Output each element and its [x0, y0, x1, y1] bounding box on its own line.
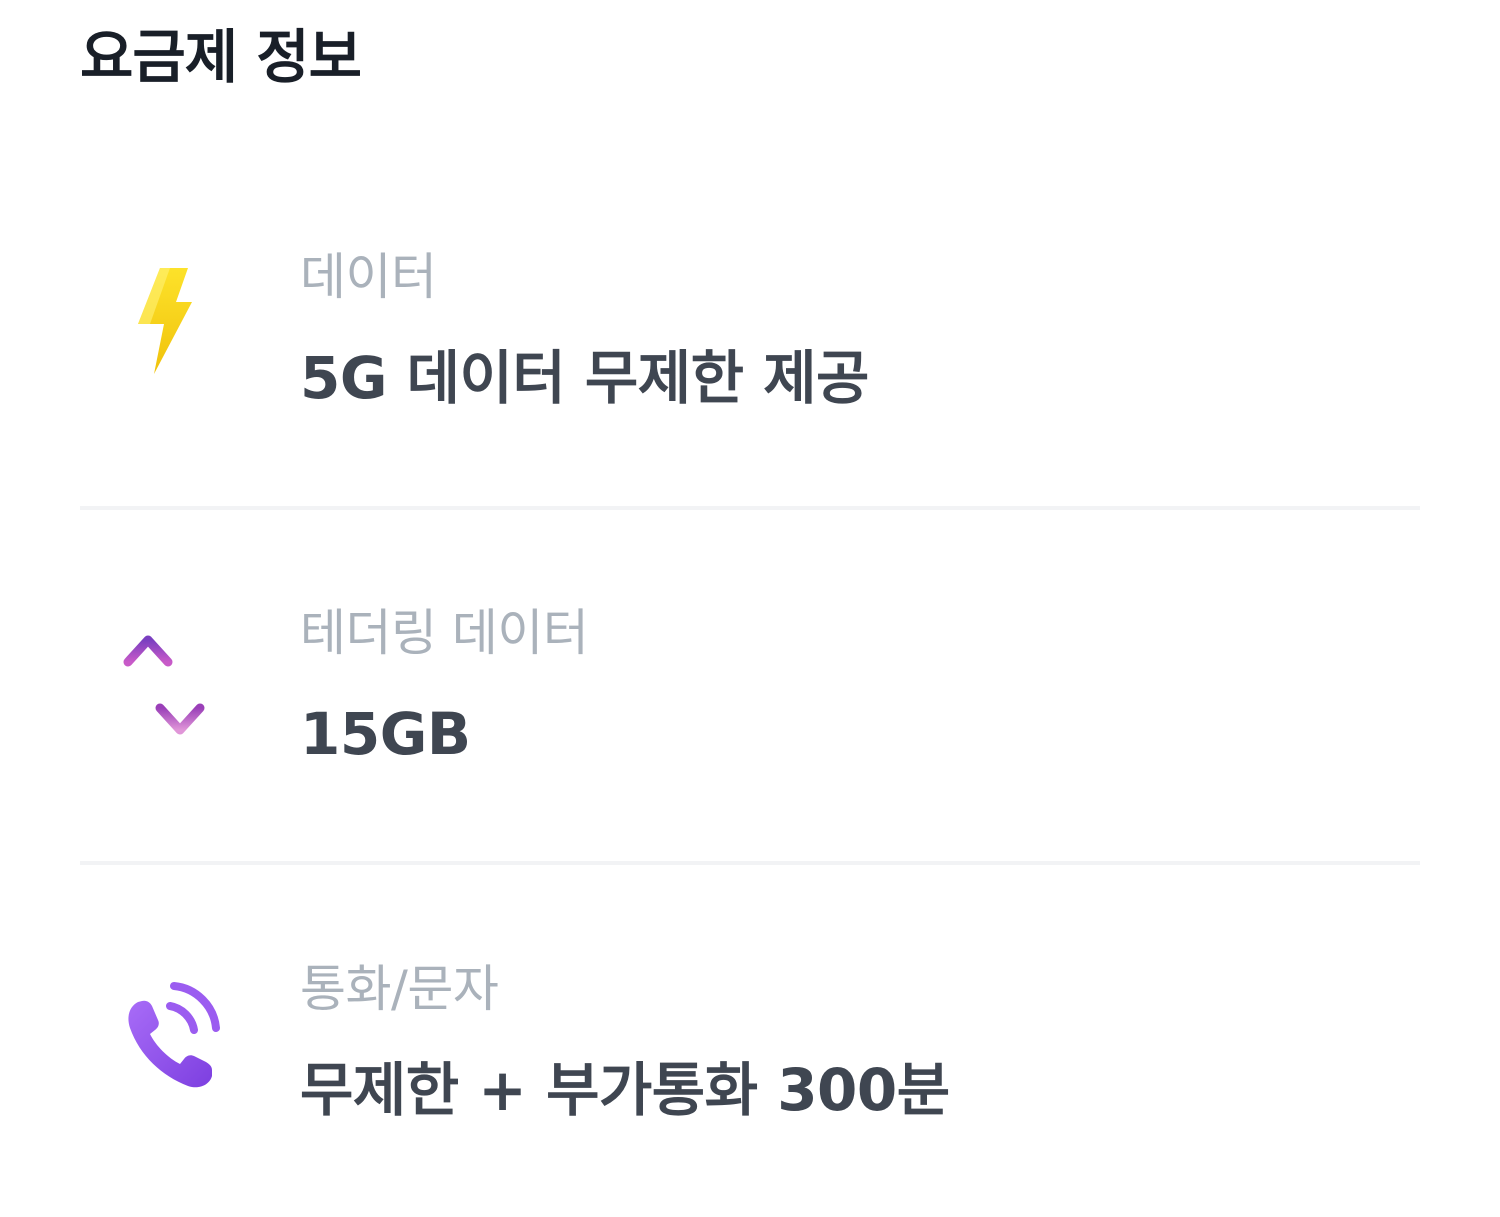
- lightning-icon: [110, 264, 230, 384]
- phone-call-icon: [110, 976, 230, 1096]
- row-value: 무제한 + 부가통화 300분: [300, 1056, 950, 1124]
- row-label: 테더링 데이터: [300, 604, 589, 662]
- plan-row-tethering: 테더링 데이터 15GB: [80, 580, 1420, 830]
- row-value: 5G 데이터 무제한 제공: [300, 344, 869, 412]
- section-title: 요금제 정보: [80, 23, 362, 91]
- plan-row-data: 데이터 5G 데이터 무제한 제공: [80, 224, 1420, 474]
- row-label: 데이터: [300, 248, 437, 306]
- row-label: 통화/문자: [300, 960, 499, 1018]
- plan-row-call-sms: 통화/문자 무제한 + 부가통화 300분: [80, 936, 1420, 1186]
- divider: [80, 506, 1420, 510]
- up-down-arrows-icon: [110, 620, 230, 740]
- row-value: 15GB: [300, 700, 471, 768]
- divider: [80, 861, 1420, 865]
